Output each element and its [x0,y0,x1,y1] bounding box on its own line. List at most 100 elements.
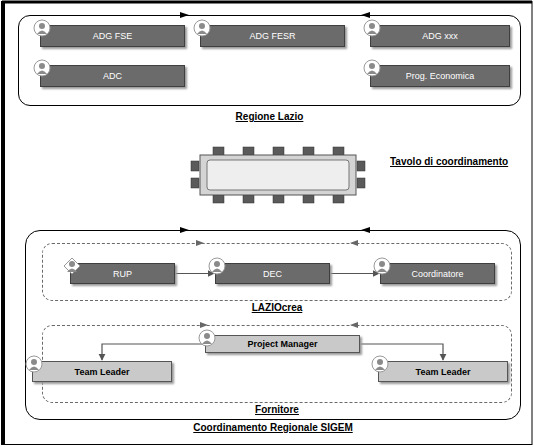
person-icon [63,257,81,275]
icon-ground [34,20,50,36]
role-label: DEC [263,269,282,279]
role-label: ADG FSE [93,31,133,41]
role-label: Team Leader [416,367,471,377]
person-icon [208,257,226,275]
person-icon [25,355,43,373]
role-label: ADG xxx [422,31,458,41]
chair [213,147,224,155]
icon-head [204,333,210,339]
table-caption: Tavolo di coordinamento [390,156,508,167]
role-box: DEC [215,263,330,284]
group-title: LAZIOcrea [43,302,511,313]
person-icon [33,19,51,37]
role-label: ADG FESR [249,31,295,41]
role-label: RUP [113,269,132,279]
role-label: ADC [103,71,122,81]
icon-body [375,367,385,371]
icon-head [379,261,385,267]
role-label: Project Manager [247,339,317,349]
icon-ground [364,20,380,36]
role-box: RUP [70,263,175,284]
role-box: Team Leader [32,361,172,382]
frame-edge [1,1,5,445]
chair [191,178,199,188]
role-box: Team Leader [378,361,508,382]
icon-head [39,23,45,29]
group-panel: Coordinamento Regionale SIGEMLAZIOcreaRU… [25,230,521,420]
icon-head [31,359,37,365]
chairs [191,147,365,203]
icon-ground [209,258,225,274]
icon-ground [64,258,80,274]
icon-ground [372,356,388,372]
flow-arrow [330,273,379,274]
icon-body [377,269,387,273]
person-icon [371,355,389,373]
group-title: Fornitore [43,404,511,415]
chair [357,161,365,171]
role-box: Prog. Economica [370,65,510,87]
icon-head [377,359,383,365]
group-title: Regione Lazio [19,111,520,122]
icon-head [369,63,375,69]
role-box: ADC [40,65,185,87]
chair [191,161,199,171]
role-box: Project Manager [205,335,360,353]
group-title: Coordinamento Regionale SIGEM [26,422,520,433]
chair [303,147,314,155]
table-inner [207,160,349,190]
flow-arrow [102,344,205,360]
chair [273,195,284,203]
role-label: Coordinatore [411,269,463,279]
icon-body [37,31,47,35]
icon-body [197,31,207,35]
chair [273,147,284,155]
icon-ground [364,60,380,76]
chair [243,147,254,155]
group-panel: Regione LazioADG FSEADG FESRADG xxxADCPr… [18,15,521,106]
flow-arrow [175,273,214,274]
icon-head [69,261,75,267]
icon-body [367,31,377,35]
chair [333,195,344,203]
role-label: Team Leader [75,367,130,377]
person-icon [193,19,211,37]
icon-ground [26,356,42,372]
role-box: Coordinatore [380,263,495,284]
icon-ground [194,20,210,36]
icon-head [369,23,375,29]
chair [333,147,344,155]
table-top [200,155,356,195]
role-box: ADG FESR [200,25,345,47]
icon-head [199,23,205,29]
chair [357,178,365,188]
icon-head [39,63,45,69]
person-icon [373,257,391,275]
person-icon [363,19,381,37]
icon-body [67,269,77,273]
chair [213,195,224,203]
icon-body [212,269,222,273]
icon-body [367,71,377,75]
chair [243,195,254,203]
person-icon [363,59,381,77]
icon-ground [34,60,50,76]
frame-edge [2,1,532,4]
group-panel: LAZIOcreaRUPDECCoordinatore [42,243,512,301]
icon-head [214,261,220,267]
flow-arrow [360,344,443,360]
icon-body [37,71,47,75]
person-icon [198,329,216,347]
role-box: ADG FSE [40,25,185,47]
icon-ground [199,330,215,346]
role-box: ADG xxx [370,25,510,47]
icon-body [202,341,212,345]
icon-ground [374,258,390,274]
group-panel: FornitoreProject ManagerTeam LeaderTeam … [42,325,512,403]
person-icon [33,59,51,77]
chair [303,195,314,203]
icon-body [29,367,39,371]
role-label: Prog. Economica [406,71,475,81]
